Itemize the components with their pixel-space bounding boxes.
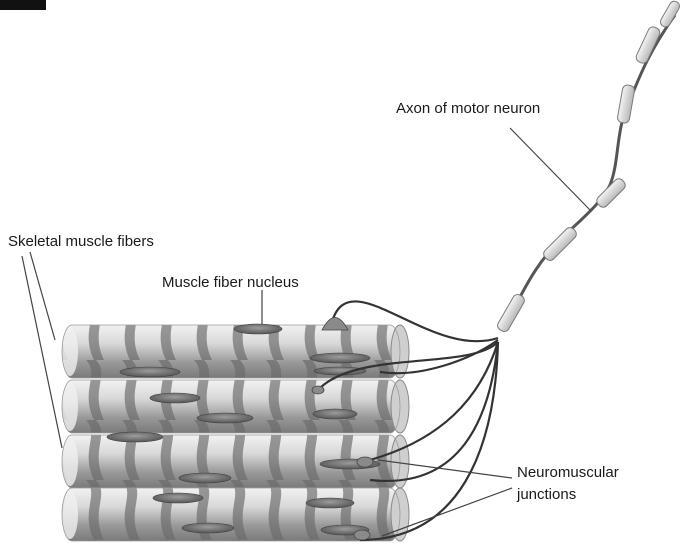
skeletal-leader-line xyxy=(30,252,55,340)
myelin-segment xyxy=(617,84,635,124)
nmj-label-line1: Neuromuscular xyxy=(517,462,667,484)
axon-label: Axon of motor neuron xyxy=(396,100,540,118)
motor-end-plate xyxy=(312,386,324,394)
skeletal-leader-line xyxy=(22,256,62,448)
skeletal-fibers-label: Skeletal muscle fibers xyxy=(8,233,154,251)
muscle-fiber-nucleus xyxy=(310,353,370,363)
muscle-fiber-nucleus xyxy=(197,413,253,423)
muscle-fiber-nucleus xyxy=(179,473,231,483)
muscle-fiber-nucleus xyxy=(313,409,357,419)
myelin-segment xyxy=(542,226,579,263)
axon-core xyxy=(502,15,675,330)
myelin-segment xyxy=(659,0,682,29)
muscle-fiber-nucleus xyxy=(234,324,282,334)
myelin-segment xyxy=(635,25,662,65)
axon-leader-line xyxy=(510,128,590,210)
neuromuscular-junctions-label: Neuromuscular junctions xyxy=(517,462,667,506)
nucleus-label: Muscle fiber nucleus xyxy=(162,274,299,292)
muscle-fiber xyxy=(62,380,409,433)
muscle-fiber-nucleus xyxy=(150,393,200,403)
muscle-fiber-nucleus xyxy=(153,493,203,503)
muscle-fiber-nucleus xyxy=(306,498,354,508)
motor-end-plate xyxy=(357,457,373,467)
muscle-fiber-nucleus xyxy=(182,523,234,533)
muscle-fiber-nucleus xyxy=(120,367,180,377)
muscle-fiber-nucleus xyxy=(314,367,366,375)
fiber-striations xyxy=(62,380,400,433)
motor-end-plate xyxy=(322,318,348,331)
motor-end-plate xyxy=(354,530,370,540)
nmj-label-line2: junctions xyxy=(517,484,667,506)
muscle-fiber-nucleus xyxy=(107,432,163,442)
myelin-segment xyxy=(496,293,526,334)
